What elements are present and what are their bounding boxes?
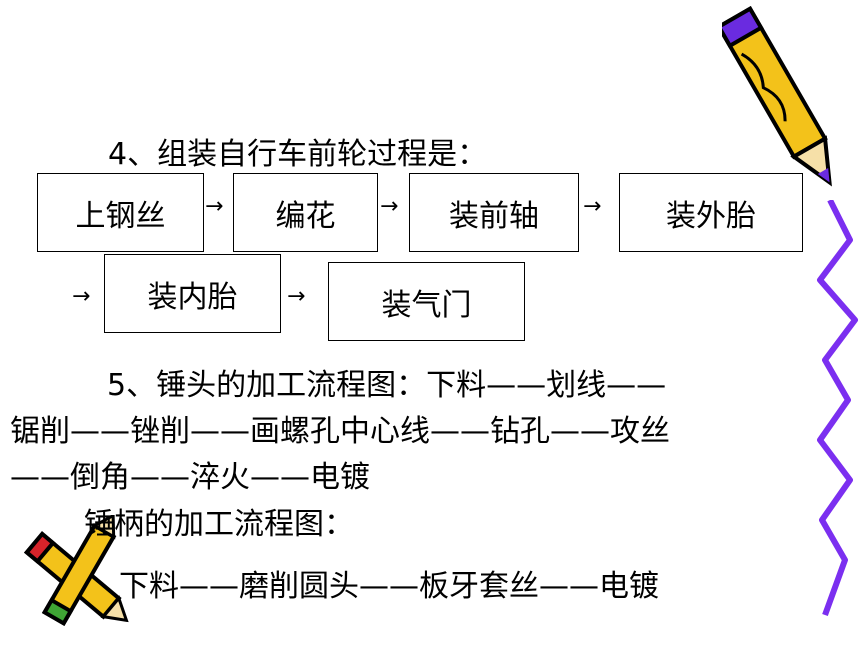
hammer-head-process-line2: 锯削——锉削——画螺孔中心线——钻孔——攻丝 — [10, 414, 670, 449]
hammer-handle-process: 下料——磨削圆头——板牙套丝——电镀 — [119, 569, 659, 604]
flow-arrow-5: → — [287, 284, 306, 309]
step-box-3: 装前轴 — [409, 173, 579, 252]
step-box-6: 装气门 — [328, 262, 525, 341]
pencils-bottom-left-icon — [23, 515, 129, 627]
hammer-head-process-line3: ——倒角——淬火——电镀 — [10, 460, 370, 495]
section4-title: 4、组装自行车前轮过程是： — [108, 137, 488, 172]
flow-arrow-3: → — [583, 194, 602, 219]
squiggle-line-icon — [817, 200, 858, 617]
flow-arrow-2: → — [380, 194, 399, 219]
step-box-5: 装内胎 — [104, 254, 281, 333]
pencil-top-right-icon — [722, 5, 832, 187]
flow-arrow-1: → — [205, 194, 224, 219]
flow-arrow-4: → — [72, 284, 91, 309]
step-box-1: 上钢丝 — [37, 173, 204, 252]
hammer-head-process-line1: 5、锤头的加工流程图：下料——划线—— — [107, 368, 667, 403]
hammer-handle-title: 锤柄的加工流程图： — [84, 507, 354, 542]
step-box-2: 编花 — [233, 173, 378, 252]
step-box-4: 装外胎 — [619, 173, 803, 252]
